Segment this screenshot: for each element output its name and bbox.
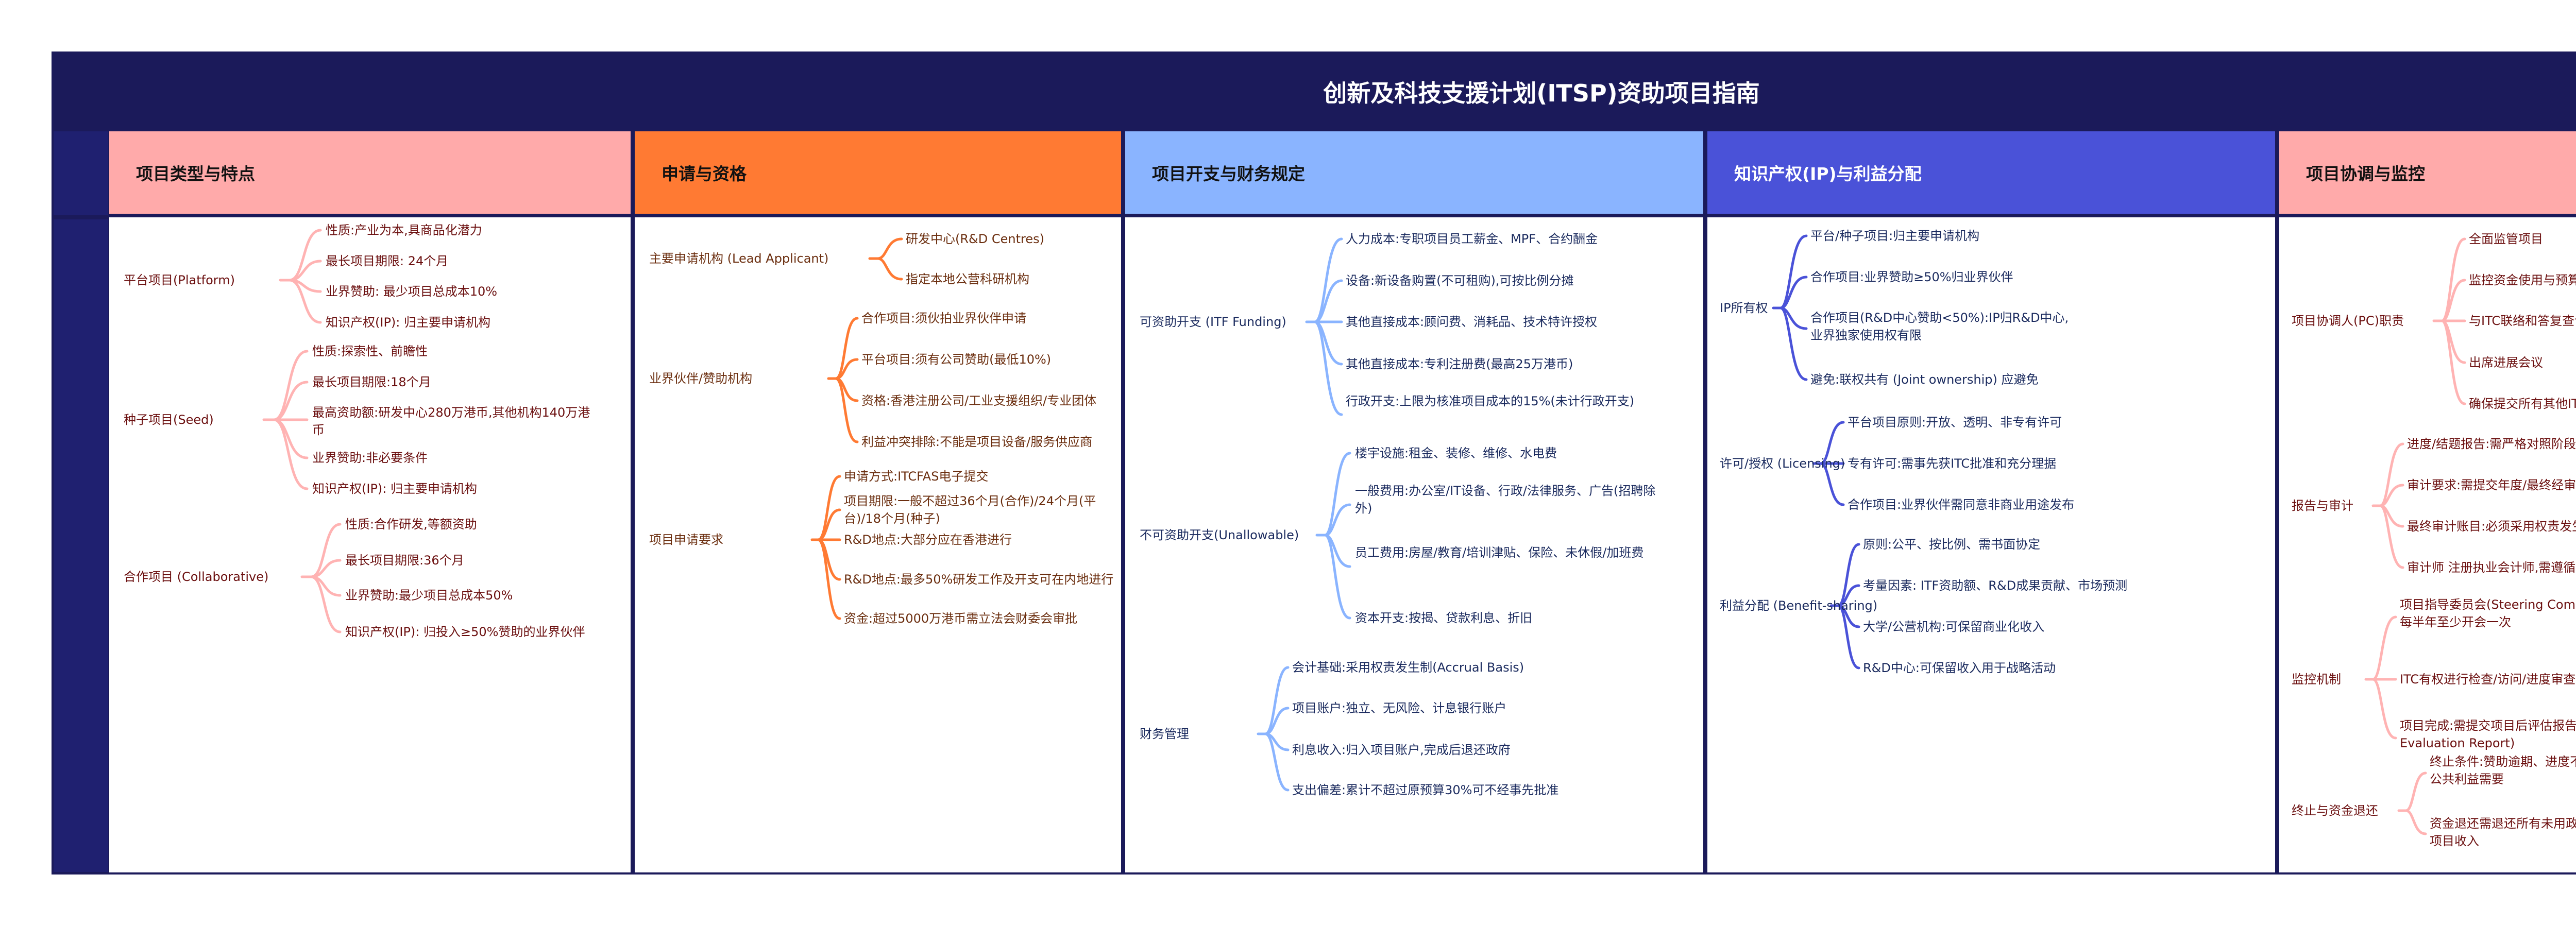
leaf-item: 项目完成:需提交项目后评估报告(Post-Project Evaluation … xyxy=(2400,718,2576,750)
leaf-item: 会计基础:采用权责发生制(Accrual Basis) xyxy=(1292,660,1524,675)
leaf-item: 设备:新设备购置(不可租购),可按比例分摊 xyxy=(1346,273,1574,288)
group-label: 平台项目(Platform) xyxy=(124,273,235,287)
leaf-item: 合作项目:业界赞助≥50%归业界伙伴 xyxy=(1810,270,2013,284)
column-coordination-monitoring: 项目协调与监控 项目 xyxy=(2279,131,2576,872)
leaf-item: 进度/结题报告:需严格对照阶段成果提交 xyxy=(2407,437,2576,451)
leaf-item: 平台项目原则:开放、透明、非专有许可 xyxy=(1848,415,2062,430)
leaf-item: 资金:超过5000万港币需立法会财委会审批 xyxy=(844,611,1078,626)
leaf-item: 与ITC联络和答复查询 xyxy=(2469,314,2576,328)
column-header: 项目开支与财务规定 xyxy=(1125,131,1703,214)
column-project-types: 项目类型与特点 xyxy=(109,131,631,872)
leaf-item: 研发中心(R&D Centres) xyxy=(906,232,1044,246)
itsp-guide-diagram: 创新及科技支援计划(ITSP)资助项目指南 项目类型与特点 xyxy=(52,52,2576,874)
column-header: 项目类型与特点 xyxy=(109,131,631,214)
leaf-item: 业界赞助: 最少项目总成本10% xyxy=(326,284,498,299)
column-body: 可资助开支 (ITF Funding) 人力成本:专职项目员工薪金、MPF、合约… xyxy=(1125,217,1703,872)
leaf-item: 最长项目期限:36个月 xyxy=(345,553,464,568)
group-label: 监控机制 xyxy=(2292,672,2341,687)
leaf-item: 支出偏差:累计不超过原预算30%可不经事先批准 xyxy=(1292,783,1559,797)
leaf-item: 申请方式:ITCFAS电子提交 xyxy=(844,469,989,484)
leaf-item: 最长项目期限: 24个月 xyxy=(326,254,449,268)
leaf-item: 确保提交所有其他ITF项目的逾期报告/账目 xyxy=(2469,397,2576,411)
group-label: 业界伙伴/赞助机构 xyxy=(649,371,753,386)
leaf-item: 审计师 注册执业会计师,需遵循ITC指引 xyxy=(2407,560,2576,575)
diagram-title: 创新及科技支援计划(ITSP)资助项目指南 xyxy=(1323,79,1760,107)
leaf-item: 合作项目:业界伙伴需同意非商业用途发布 xyxy=(1848,498,2075,512)
group-label: 许可/授权 (Licensing) xyxy=(1720,456,1845,471)
leaf-item: 最终审计账目:必须采用权责发生制 xyxy=(2407,519,2576,534)
group-label: 种子项目(Seed) xyxy=(124,413,214,427)
leaf-item: 人力成本:专职项目员工薪金、MPF、合约酬金 xyxy=(1346,232,1598,246)
leaf-item: 一般费用:办公室/IT设备、行政/法律服务、广告(招聘除外) xyxy=(1355,484,1656,516)
leaf-item: 指定本地公营科研机构 xyxy=(906,272,1029,286)
leaf-item: 平台项目:须有公司赞助(最低10%) xyxy=(861,352,1052,367)
leaf-item: 性质:探索性、前瞻性 xyxy=(312,344,428,358)
leaf-item: 业界赞助:最少项目总成本50% xyxy=(345,588,513,603)
leaf-item: 资格:香港注册公司/工业支援组织/专业团体 xyxy=(861,393,1097,408)
leaf-item: 考量因素: ITF资助额、R&D成果贡献、市场预测 xyxy=(1863,578,2128,593)
leaf-item: 平台/种子项目:归主要申请机构 xyxy=(1810,229,1980,243)
leaf-item: 资金退还需退还所有未用政府拨款、利息收入及项目收入 xyxy=(2430,816,2576,848)
group-label: 报告与审计 xyxy=(2292,499,2353,513)
column-body: 项目协调人(PC)职责 全面监管项目 监控资金使用与预算合规 与ITC联络和答复… xyxy=(2279,217,2576,872)
leaf-item: 终止条件:赞助逾期、进度不佳、目标不再相关、公共利益需要 xyxy=(2430,754,2576,786)
column-ip-benefit: 知识产权(IP)与利益分配 IP所有权 平台/种子项目:归主要申请机构 xyxy=(1707,131,2275,872)
column-header: 项目协调与监控 xyxy=(2279,131,2576,214)
group-label: 终止与资金退还 xyxy=(2292,803,2378,818)
leaf-item: 其他直接成本:专利注册费(最高25万港币) xyxy=(1346,357,1573,371)
column-body: IP所有权 平台/种子项目:归主要申请机构 合作项目:业界赞助≥50%归业界伙伴… xyxy=(1707,217,2275,872)
leaf-item: 项目账户:独立、无风险、计息银行账户 xyxy=(1292,701,1507,715)
leaf-item: 合作项目:须伙拍业界伙伴申请 xyxy=(861,311,1027,325)
column-body: 主要申请机构 (Lead Applicant) 研发中心(R&D Centres… xyxy=(635,217,1121,872)
group-label: 可资助开支 (ITF Funding) xyxy=(1140,315,1286,329)
group-label: IP所有权 xyxy=(1720,301,1768,315)
leaf-item: 利息收入:归入项目账户,完成后退还政府 xyxy=(1292,743,1511,757)
group-label: 项目协调人(PC)职责 xyxy=(2292,314,2404,328)
leaf-item: ITC有权进行检查/访问/进度审查会议 xyxy=(2400,672,2576,687)
leaf-item: 项目指导委员会(Steering Committee):监控进展,每半年至少开会… xyxy=(2400,597,2576,629)
leaf-item: 行政开支:上限为核准项目成本的15%(未计行政开支) xyxy=(1346,394,1635,408)
leaf-item: 知识产权(IP): 归主要申请机构 xyxy=(326,315,490,330)
column-expenditure-finance: 项目开支与财务规定 可资助开支 (ITF Funding) xyxy=(1125,131,1703,872)
leaf-item: 审计要求:需提交年度/最终经审计账目 xyxy=(2407,478,2576,492)
leaf-item: R&D地点:最多50%研发工作及开支可在内地进行 xyxy=(844,572,1114,587)
leaf-item: 资本开支:按揭、贷款利息、折旧 xyxy=(1355,611,1533,625)
column-header: 知识产权(IP)与利益分配 xyxy=(1707,131,2275,214)
group-label: 利益分配 (Benefit-sharing) xyxy=(1720,598,1878,613)
leaf-item: 利益冲突排除:不能是项目设备/服务供应商 xyxy=(861,435,1093,449)
left-sidebar-strip xyxy=(54,131,108,872)
leaf-item: R&D中心:可保留收入用于战略活动 xyxy=(1863,661,2056,675)
group-label: 合作项目 (Collaborative) xyxy=(124,570,269,584)
leaf-item: 性质:合作研发,等额资助 xyxy=(345,517,477,531)
leaf-item: 原则:公平、按比例、需书面协定 xyxy=(1863,537,2041,552)
group-label: 财务管理 xyxy=(1140,727,1189,741)
column-application-eligibility: 申请与资格 主要申请机构 (Lead Applicant) 研发中心(R&D C… xyxy=(635,131,1121,872)
leaf-item: 业界赞助:非必要条件 xyxy=(312,451,428,465)
column-body: 平台项目(Platform) 性质:产业为本,具商品化潜力 最长项目期限: 24… xyxy=(109,217,631,872)
leaf-item: 大学/公营机构:可保留商业化收入 xyxy=(1863,620,2045,634)
leaf-item: 全面监管项目 xyxy=(2469,232,2543,246)
sidebar-divider xyxy=(52,215,110,219)
leaf-item: 楼宇设施:租金、装修、维修、水电费 xyxy=(1355,446,1557,460)
leaf-item: 最长项目期限:18个月 xyxy=(312,375,431,389)
leaf-item: 最高资助额:研发中心280万港币,其他机构140万港币 xyxy=(312,405,590,437)
leaf-item: 避免:联权共有 (Joint ownership) 应避免 xyxy=(1810,372,2039,387)
column-header: 申请与资格 xyxy=(635,131,1121,214)
leaf-item: 员工费用:房屋/教育/培训津贴、保险、未休假/加班费 xyxy=(1355,545,1644,560)
leaf-item: 监控资金使用与预算合规 xyxy=(2469,273,2576,287)
group-label: 项目申请要求 xyxy=(649,533,723,547)
leaf-item: 出席进展会议 xyxy=(2469,355,2543,370)
leaf-item: 专有许可:需事先获ITC批准和充分理据 xyxy=(1848,456,2057,471)
group-label: 主要申请机构 (Lead Applicant) xyxy=(649,251,829,266)
leaf-item: 知识产权(IP): 归主要申请机构 xyxy=(312,482,477,496)
leaf-item: R&D地点:大部分应在香港进行 xyxy=(844,533,1012,547)
leaf-item: 项目期限:一般不超过36个月(合作)/24个月(平台)/18个月(种子) xyxy=(844,494,1096,526)
group-label: 不可资助开支(Unallowable) xyxy=(1140,528,1299,542)
leaf-item: 性质:产业为本,具商品化潜力 xyxy=(326,223,482,237)
leaf-item: 合作项目(R&D中心赞助<50%):IP归R&D中心,业界独家使用权有限 xyxy=(1810,311,2069,342)
leaf-item: 知识产权(IP): 归投入≥50%赞助的业界伙伴 xyxy=(345,625,585,639)
leaf-item: 其他直接成本:顾问费、消耗品、技术特许授权 xyxy=(1346,315,1598,329)
